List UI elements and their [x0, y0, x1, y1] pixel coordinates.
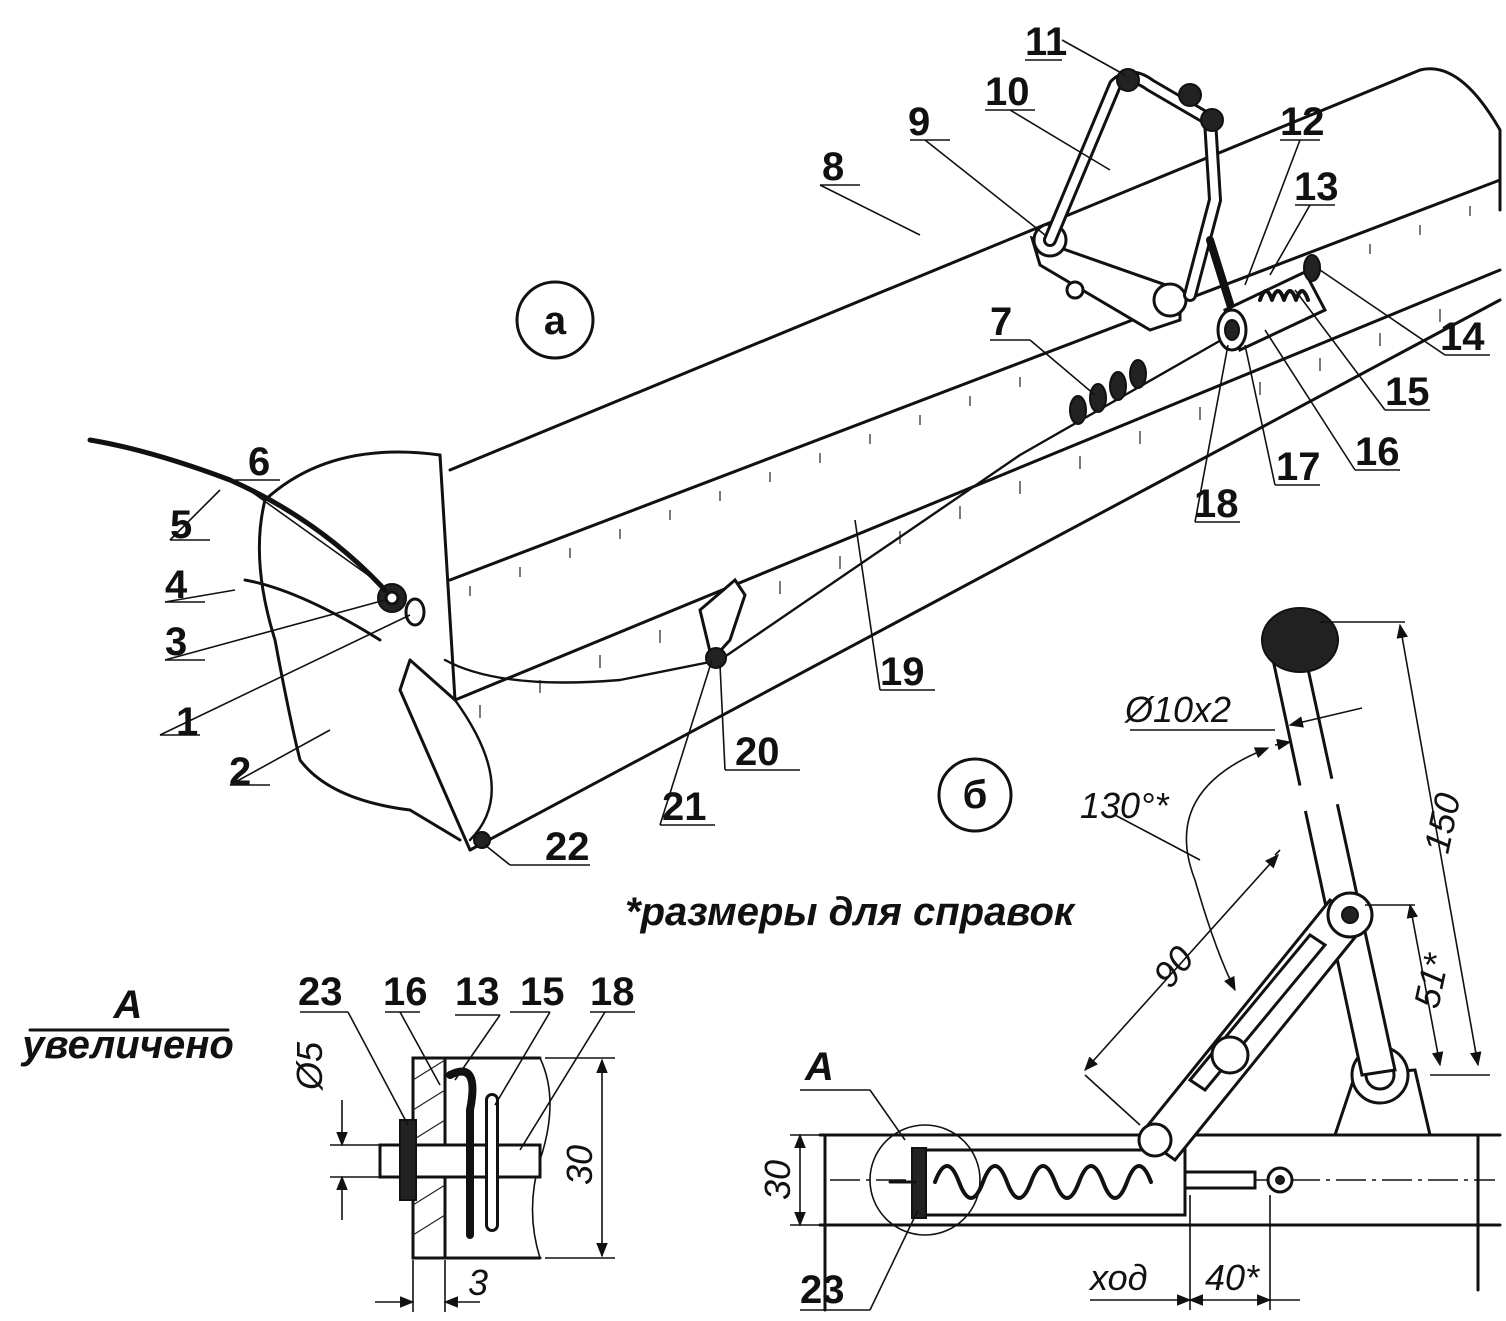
dim-angle: 130°*	[1080, 785, 1169, 826]
cable-end	[89, 439, 231, 481]
callout-17: 17	[1276, 445, 1321, 489]
dim-lever-length: 150	[1416, 789, 1469, 856]
ski-leg-housing	[257, 450, 462, 842]
dim-arm-length: 90	[1145, 938, 1202, 995]
detail-a-drawing	[378, 1056, 551, 1260]
detail-dim-thickness: 3	[468, 1262, 488, 1303]
ski-bottom-edge	[468, 298, 1502, 852]
reference-note: *размеры для справок	[625, 890, 1076, 934]
cable-return	[453, 698, 493, 842]
link-arm-slot	[1187, 933, 1328, 1092]
brake-cable	[443, 333, 1232, 684]
callout-5: 5	[170, 503, 192, 547]
detail-spring-coil-1	[446, 1067, 477, 1239]
view-b-dimensions	[790, 621, 1490, 1311]
detail-a-dimensions	[330, 1057, 615, 1312]
detail-callout-15: 15	[520, 970, 565, 1014]
lever-knob	[1261, 607, 1339, 673]
detail-ref-letter: А	[804, 1045, 834, 1089]
callout-7: 7	[990, 300, 1012, 344]
callout-3: 3	[165, 620, 187, 664]
callout-9: 9	[908, 100, 930, 144]
link-lower-pin	[1137, 1122, 1173, 1158]
view-a-callouts: 1 2 3 4 5 6 7 8 9 10 11 12 13 14 15 16 1…	[165, 20, 1485, 869]
link-middle-pin	[1210, 1035, 1250, 1075]
detail-nut	[399, 1119, 417, 1201]
svg-text:б: б	[963, 773, 988, 817]
callout-1: 1	[176, 700, 198, 744]
detail-callout-23: 23	[298, 970, 343, 1014]
ski-tail-block	[398, 453, 472, 852]
detail-title: А	[113, 983, 143, 1027]
svg-text:а: а	[544, 299, 567, 343]
detail-a-title: А увеличено	[20, 983, 234, 1067]
cable-eye-center	[1275, 1175, 1285, 1185]
detail-dim-height: 30	[559, 1145, 600, 1185]
callout-10: 10	[985, 70, 1030, 114]
cable-clip	[473, 831, 491, 849]
callout-8: 8	[822, 145, 844, 189]
detail-a-marker	[869, 1124, 981, 1236]
callout-19: 19	[880, 650, 925, 694]
ski-top-edge	[448, 67, 1502, 472]
spring-coils	[933, 1164, 1153, 1200]
dim-travel: 40*	[1205, 1257, 1260, 1298]
callout-22: 22	[545, 825, 590, 869]
callout-12: 12	[1280, 100, 1325, 144]
detail-callout-16: 16	[383, 970, 428, 1014]
hub-washer	[404, 597, 426, 627]
detail-callout-18: 18	[590, 970, 635, 1014]
dim-travel-label: ход	[1088, 1257, 1148, 1298]
callout-20: 20	[735, 730, 780, 774]
cable-housing	[87, 437, 388, 593]
callout-6: 6	[248, 440, 270, 484]
turnbuckle	[1069, 359, 1147, 425]
view-b-callout-23: 23	[800, 1268, 845, 1312]
detail-dim-rod: Ø5	[289, 1041, 330, 1091]
detail-callout-13: 13	[455, 970, 500, 1014]
callout-15: 15	[1385, 370, 1430, 414]
callout-14: 14	[1440, 315, 1485, 359]
cable-guide-roller	[705, 647, 727, 669]
callout-18: 18	[1194, 482, 1239, 526]
detail-a-callouts: 23 16 13 15 18	[298, 970, 635, 1014]
link-upper-pin-center	[1341, 906, 1359, 924]
spring-unit	[1216, 254, 1328, 353]
push-rod	[1183, 1170, 1257, 1190]
dim-offset: 51*	[1406, 949, 1458, 1011]
dim-tube: Ø10x2	[1124, 689, 1231, 730]
view-b-label: б	[937, 757, 1013, 833]
callout-11: 11	[1025, 20, 1067, 64]
hub-bolt-center	[384, 590, 400, 606]
callout-2: 2	[229, 750, 251, 794]
detail-plate-hatch	[412, 1059, 446, 1236]
callout-13: 13	[1294, 165, 1339, 209]
view-a-label: а	[515, 280, 595, 360]
detail-a-leaders	[300, 1011, 635, 1151]
ski-upper-bevel	[448, 178, 1502, 582]
ski-hatching	[469, 206, 1471, 718]
dim-height: 30	[757, 1160, 798, 1200]
callout-4: 4	[165, 563, 188, 607]
leg-axle-line	[243, 578, 382, 642]
spring-housing	[913, 1148, 1187, 1217]
brake-lever-assembly	[1029, 68, 1239, 332]
detail-a-dimension-texts: Ø5 30 3	[289, 1041, 600, 1303]
lever-break-gap	[1294, 777, 1342, 813]
callout-21: 21	[662, 785, 707, 829]
view-a-leaders	[159, 39, 1490, 866]
detail-subtitle: увеличено	[20, 1023, 234, 1067]
callout-16: 16	[1355, 430, 1400, 474]
